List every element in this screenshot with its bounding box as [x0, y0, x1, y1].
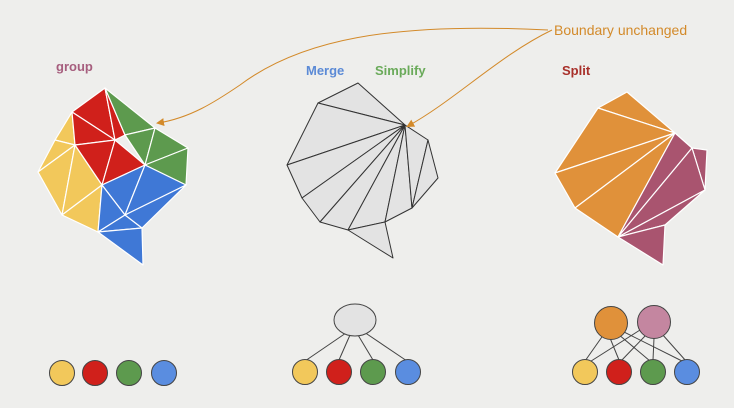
mauve-node: [637, 305, 671, 339]
merge-tree: [292, 303, 421, 385]
gray-triangle: [347, 221, 394, 259]
green-circle: [116, 360, 142, 386]
split-label: Split: [562, 63, 591, 78]
merged-node: [333, 303, 377, 337]
merge-label: Merge: [306, 63, 345, 78]
merged-simplified-mesh: [286, 82, 439, 259]
tree-edge: [652, 337, 655, 361]
blue-triangle: [124, 184, 187, 229]
tree-edge: [609, 337, 620, 361]
blue-circle: [395, 359, 421, 385]
yellow-circle: [49, 360, 75, 386]
group-mesh: [37, 87, 189, 266]
orange-node: [594, 306, 628, 340]
red-circle: [82, 360, 108, 386]
group-circles: [49, 360, 177, 386]
mauve-triangle: [617, 224, 666, 266]
tree-edge: [304, 332, 347, 362]
tree-edge: [661, 333, 687, 362]
red-circle: [326, 359, 352, 385]
green-circle: [360, 359, 386, 385]
green-circle: [640, 359, 666, 385]
tree-edge: [357, 334, 374, 361]
blue-circle: [151, 360, 177, 386]
red-circle: [606, 359, 632, 385]
tree-edge: [338, 334, 351, 361]
gray-triangle: [411, 139, 439, 209]
split-mesh: [554, 91, 708, 266]
yellow-circle: [572, 359, 598, 385]
tree-edge: [363, 331, 408, 362]
blue-circle: [674, 359, 700, 385]
blue-triangle: [97, 227, 144, 266]
group-label: group: [56, 59, 93, 74]
split-tree: [572, 305, 700, 385]
boundary-unchanged-callout: Boundary unchanged: [554, 22, 688, 38]
tree-edge: [587, 329, 641, 364]
yellow-circle: [292, 359, 318, 385]
simplify-label: Simplify: [375, 63, 426, 78]
tree-edge: [620, 334, 647, 362]
tree-edge: [584, 333, 605, 362]
callout-arrow-to-group: [156, 27, 549, 127]
callout-arrow-to-simplify: [406, 29, 553, 127]
